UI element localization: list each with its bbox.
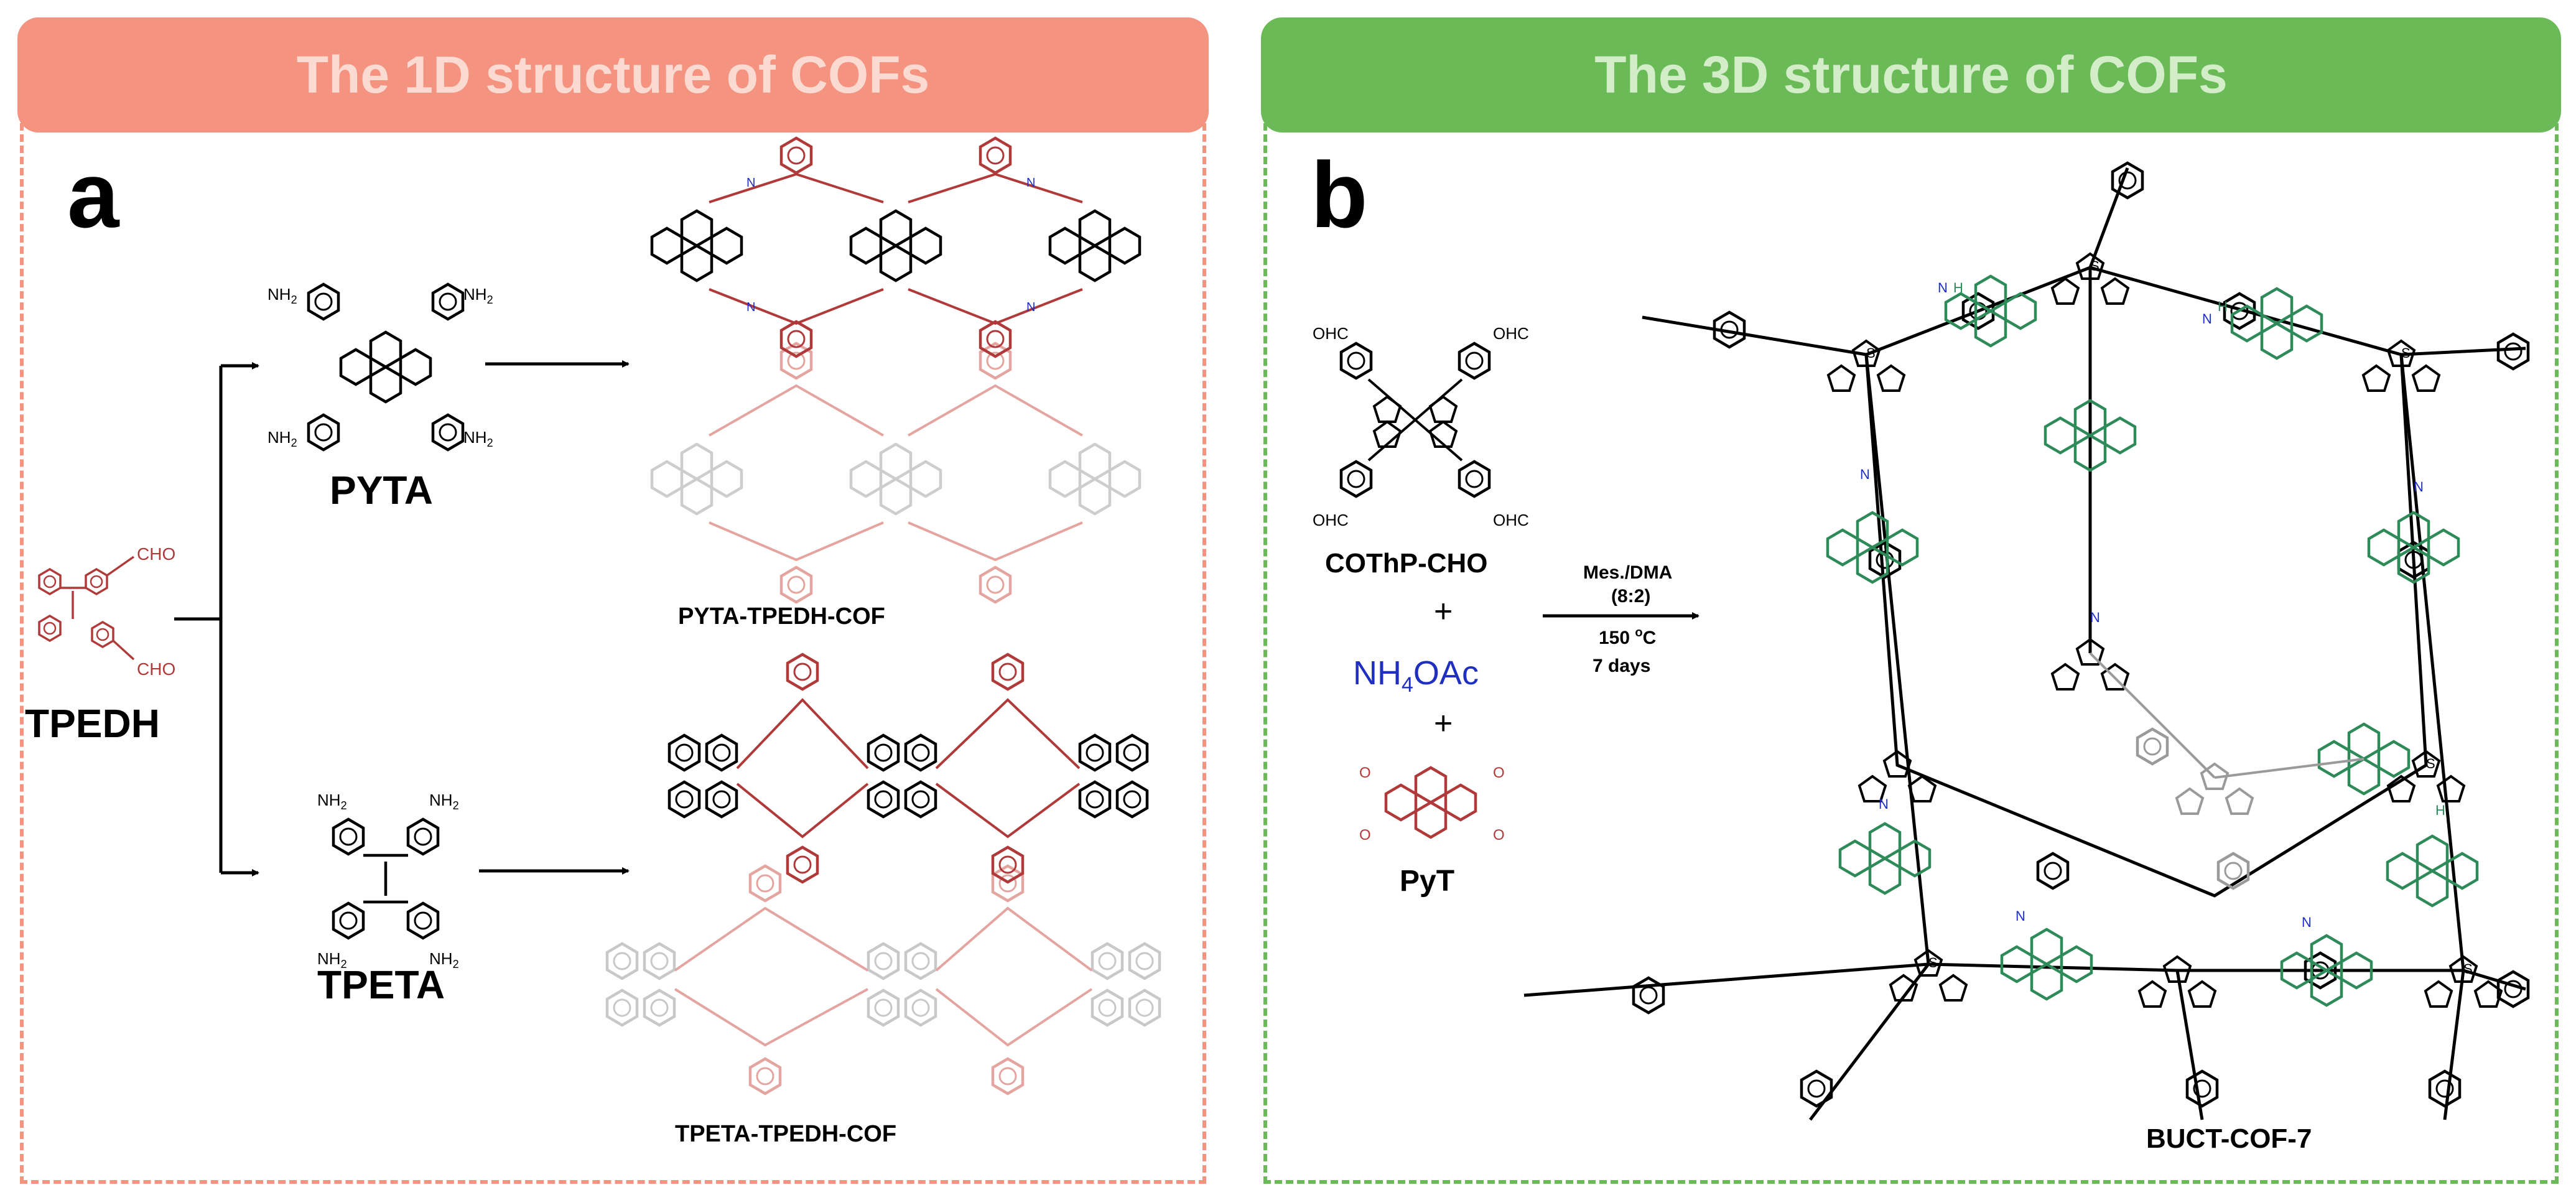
svg-text:O: O [1493,765,1505,781]
svg-text:OHC: OHC [1313,324,1349,343]
svg-text:N: N [1938,280,1948,295]
svg-text:OHC: OHC [1313,511,1349,529]
cothp-cho-molecule [1341,343,1489,496]
buct-cof-7-framework: S S S S S S N H N H N N N N N N H [1523,163,2528,1121]
cothp-cho-label: COThP-CHO [1325,548,1488,579]
tpeta-tpedh-cof-structure [607,654,1160,1094]
conditions-ratio: (8:2) [1611,586,1650,607]
panel-1d-header: The 1D structure of COFs [17,17,1209,133]
pyt-label: PyT [1400,865,1454,898]
pyta-nh2-1: NH2 [267,285,297,306]
conditions-solvent: Mes./DMA [1583,562,1672,583]
tpeta-tpedh-cof-label: TPETA-TPEDH-COF [675,1121,896,1147]
svg-text:O: O [1359,765,1371,781]
svg-text:N: N [2202,311,2212,327]
pyta-label: PYTA [330,468,433,513]
tpedh-molecule [38,556,135,661]
svg-text:S: S [2463,961,2473,977]
svg-text:N: N [1026,176,1035,190]
panel-3d-header: The 3D structure of COFs [1261,17,2561,133]
svg-text:S: S [2401,345,2411,361]
branch-arrows [174,362,259,876]
tpeta-molecule [333,819,438,938]
svg-text:O: O [1493,827,1505,844]
panel-label-b: b [1311,142,1368,247]
svg-text:N: N [746,176,755,190]
pyta-nh2-3: NH2 [267,428,297,449]
svg-text:N: N [1860,467,1870,482]
nh4oac-label: NH4OAc [1353,654,1479,697]
tpeta-nh2-3: NH2 [317,949,347,970]
svg-text:N: N [1879,796,1889,812]
svg-text:S: S [2426,756,2435,771]
svg-text:N: N [2414,479,2424,495]
plus-1: + [1434,593,1453,630]
tpeta-nh2-1: NH2 [317,791,347,812]
conditions-temperature: 150 oC [1599,626,1656,648]
svg-text:S: S [2090,258,2099,274]
panel-1d-frame [20,123,1206,1184]
pyta-molecule [309,284,463,450]
panel-1d-title: The 1D structure of COFs [296,45,930,104]
svg-text:N: N [2302,914,2312,930]
plus-2: + [1434,705,1453,742]
tpeta-nh2-4: NH2 [429,949,459,970]
panel-3d-title: The 3D structure of COFs [1594,45,2228,104]
panel-3d: The 3D structure of COFs b [1261,17,2561,1184]
tpeta-label: TPETA [317,962,445,1007]
svg-text:OHC: OHC [1493,511,1529,529]
svg-text:N: N [746,300,755,314]
panel-1d: The 1D structure of COFs a [17,17,1209,1184]
conditions-time: 7 days [1593,656,1650,676]
svg-text:N: N [2090,610,2100,625]
svg-text:H: H [2218,299,2228,314]
svg-text:OHC: OHC [1493,324,1529,343]
panel-3d-frame [1263,123,2559,1184]
tpedh-cho-bottom: CHO [137,659,175,679]
svg-text:O: O [1359,827,1371,844]
panel-label-a: a [67,142,119,247]
tpedh-cho-top: CHO [137,544,175,564]
svg-text:S: S [1928,955,1938,970]
tpedh-label: TPEDH [25,701,160,746]
pyta-tpedh-cof-structure: N N N N [652,138,1140,602]
svg-text:N: N [1026,300,1035,314]
pyta-tpedh-cof-label: PYTA-TPEDH-COF [678,603,885,630]
pyta-nh2-4: NH2 [463,428,493,449]
pyt-molecule [1386,768,1476,837]
svg-text:N: N [2016,908,2025,924]
tpeta-nh2-2: NH2 [429,791,459,812]
buct-cof-7-label: BUCT-COF-7 [2146,1123,2312,1154]
svg-text:H: H [1953,280,1963,295]
svg-text:S: S [1866,345,1876,361]
pyta-nh2-2: NH2 [463,285,493,306]
svg-text:H: H [2435,802,2445,818]
